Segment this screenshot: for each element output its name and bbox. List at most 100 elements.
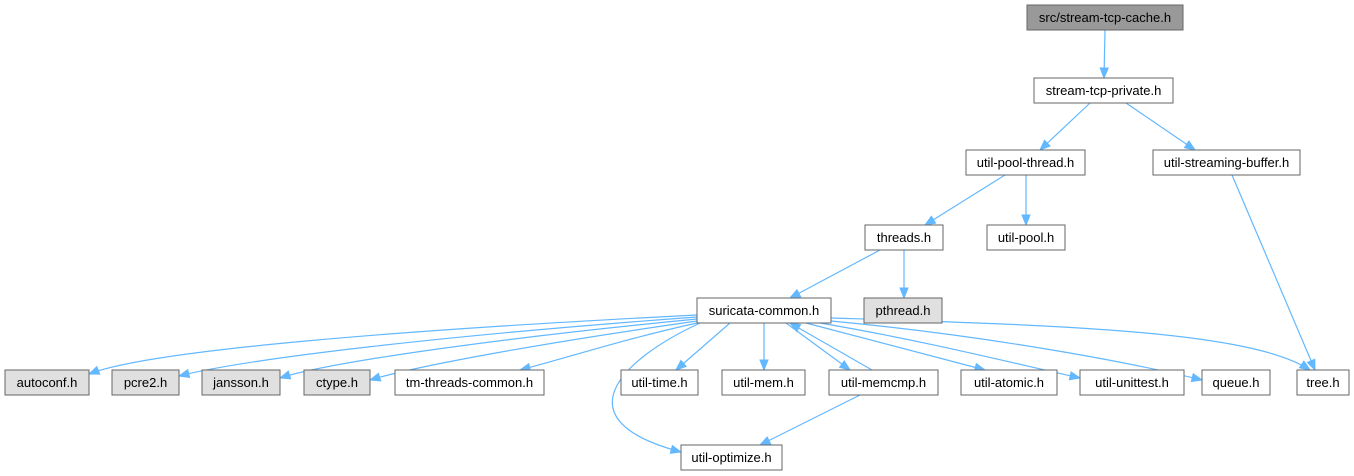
node-label: util-streaming-buffer.h xyxy=(1164,155,1290,170)
node-box xyxy=(863,297,943,324)
edge-util-streaming-buffer-to-tree xyxy=(1231,174,1316,372)
edge-line xyxy=(924,174,1006,226)
arrowhead-icon xyxy=(278,370,292,380)
edge-line xyxy=(279,318,698,379)
arrowhead-icon xyxy=(674,359,688,371)
node-jansson: jansson.h xyxy=(201,369,281,396)
node-box xyxy=(1201,369,1271,396)
node-label: stream-tcp-private.h xyxy=(1046,83,1162,98)
node-box xyxy=(965,149,1086,176)
edge-suricata-common-to-pcre2 xyxy=(177,316,698,379)
edge-util-pool-thread-to-threads xyxy=(923,174,1006,226)
node-autoconf: autoconf.h xyxy=(4,369,90,396)
node-label: pthread.h xyxy=(876,303,931,318)
node-label: util-pool.h xyxy=(998,230,1054,245)
node-pthread: pthread.h xyxy=(863,297,943,324)
edge-stream-tcp-cache-to-stream-tcp-private xyxy=(1099,29,1109,80)
edge-line xyxy=(789,249,881,299)
node-box xyxy=(1296,369,1350,396)
node-label: src/stream-tcp-cache.h xyxy=(1039,10,1171,25)
node-util-mem[interactable]: util-mem.h xyxy=(721,369,806,396)
node-queue[interactable]: queue.h xyxy=(1201,369,1271,396)
node-box xyxy=(303,369,371,396)
node-util-memcmp[interactable]: util-memcmp.h xyxy=(828,369,939,396)
node-layer: src/stream-tcp-cache.h stream-tcp-private… xyxy=(4,4,1350,471)
edge-threads-to-suricata-common xyxy=(788,249,881,299)
node-threads[interactable]: threads.h xyxy=(864,224,944,251)
node-box xyxy=(696,297,832,324)
node-util-atomic[interactable]: util-atomic.h xyxy=(960,369,1058,396)
node-box xyxy=(111,369,180,396)
node-box xyxy=(394,369,545,396)
node-stream-tcp-private[interactable]: stream-tcp-private.h xyxy=(1033,77,1174,104)
edge-line xyxy=(1125,102,1196,151)
node-util-optimize[interactable]: util-optimize.h xyxy=(680,444,783,471)
node-suricata-common[interactable]: suricata-common.h xyxy=(696,297,832,324)
node-tree[interactable]: tree.h xyxy=(1296,369,1350,396)
edge-line xyxy=(805,322,986,371)
edge-util-memcmp-to-util-optimize xyxy=(758,394,861,446)
node-box xyxy=(986,224,1066,251)
node-label: util-mem.h xyxy=(733,375,794,390)
edge-line xyxy=(519,322,698,371)
edge-util-pool-thread-to-util-pool xyxy=(1021,175,1031,227)
edge-suricata-common-to-tree xyxy=(830,317,1312,371)
node-box xyxy=(1033,77,1174,104)
node-label: util-pool-thread.h xyxy=(977,155,1075,170)
node-label: jansson.h xyxy=(212,375,269,390)
node-util-pool[interactable]: util-pool.h xyxy=(986,224,1066,251)
edge-suricata-common-to-autoconf xyxy=(87,314,698,375)
node-box xyxy=(721,369,806,396)
edge-line xyxy=(178,316,698,377)
node-box xyxy=(828,369,939,396)
node-box xyxy=(620,369,699,396)
arrowhead-icon xyxy=(1099,67,1109,80)
node-label: tree.h xyxy=(1306,375,1339,390)
node-box xyxy=(864,224,944,251)
edge-stream-tcp-private-to-util-streaming-buffer xyxy=(1125,102,1197,151)
node-label: util-memcmp.h xyxy=(841,375,926,390)
node-label: queue.h xyxy=(1213,375,1260,390)
edge-stream-tcp-private-to-util-pool-thread xyxy=(1039,102,1091,151)
edge-suricata-common-to-tm-threads-common xyxy=(518,322,698,373)
edge-suricata-common-to-util-time xyxy=(674,322,731,371)
node-util-unittest[interactable]: util-unittest.h xyxy=(1079,369,1185,396)
edge-line xyxy=(1231,174,1316,371)
node-box xyxy=(4,369,90,396)
node-box xyxy=(960,369,1058,396)
node-box xyxy=(1152,149,1301,176)
node-label: util-unittest.h xyxy=(1095,375,1169,390)
edge-line xyxy=(611,322,701,453)
edge-line xyxy=(369,320,698,381)
node-util-streaming-buffer[interactable]: util-streaming-buffer.h xyxy=(1152,149,1301,176)
edge-line xyxy=(830,317,1311,371)
arrowhead-icon xyxy=(1068,371,1082,381)
arrowhead-icon xyxy=(1306,358,1316,372)
arrowhead-icon xyxy=(368,372,382,382)
node-box xyxy=(1026,4,1184,31)
arrowhead-icon xyxy=(758,436,772,446)
arrowhead-icon xyxy=(1298,360,1312,371)
arrowhead-icon xyxy=(923,215,937,226)
node-util-pool-thread[interactable]: util-pool-thread.h xyxy=(965,149,1086,176)
node-label: pcre2.h xyxy=(124,375,167,390)
arrowhead-icon xyxy=(838,359,852,371)
arrowhead-icon xyxy=(759,359,769,372)
node-stream-tcp-cache[interactable]: src/stream-tcp-cache.h xyxy=(1026,4,1184,31)
node-util-time[interactable]: util-time.h xyxy=(620,369,699,396)
edge-line xyxy=(675,322,731,371)
node-tm-threads-common[interactable]: tm-threads-common.h xyxy=(394,369,545,396)
node-ctype: ctype.h xyxy=(303,369,371,396)
edge-suricata-common-to-ctype xyxy=(368,320,698,382)
node-label: tm-threads-common.h xyxy=(406,375,533,390)
node-label: util-time.h xyxy=(631,375,687,390)
edge-line xyxy=(1039,102,1091,151)
edge-util-memcmp-to-suricata-common xyxy=(788,322,873,371)
arrowhead-icon xyxy=(788,288,802,299)
node-label: util-atomic.h xyxy=(974,375,1044,390)
arrowhead-icon xyxy=(177,368,191,379)
edge-threads-to-pthread xyxy=(899,250,909,300)
arrowhead-icon xyxy=(788,322,802,333)
node-label: autoconf.h xyxy=(17,375,78,390)
